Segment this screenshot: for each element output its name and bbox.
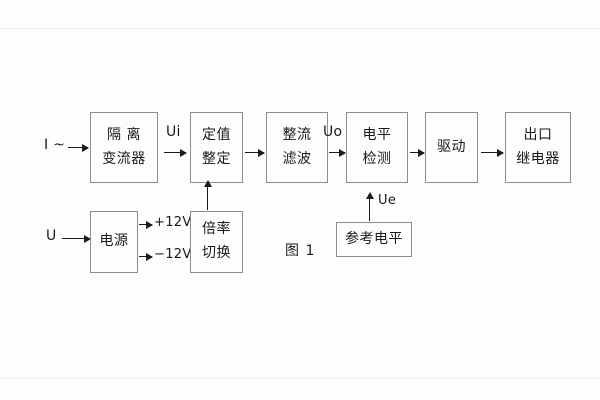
signal-ui-label: Ui: [166, 124, 181, 140]
block-level-detect-line2: 检测: [362, 150, 392, 167]
page-frame-top-line: [0, 28, 600, 29]
block-drive: 驱动: [425, 112, 478, 183]
block-power-supply: 电源: [90, 211, 138, 273]
arrow-setting-to-rectify: [245, 148, 265, 157]
arrow-voltage-to-power-supply: [62, 234, 91, 243]
block-rectify-filter: 整流 滤波: [266, 112, 328, 183]
arrow-reference-to-level-detect: [365, 192, 374, 221]
block-power-supply-line1: 电源: [99, 233, 129, 250]
arrow-multiplier-to-setting: [203, 180, 212, 210]
figure-caption: 图 1: [285, 243, 316, 259]
input-voltage-label: U: [46, 228, 57, 244]
signal-ue-label: Ue: [378, 193, 397, 208]
arrow-level-detect-to-drive: [410, 148, 425, 157]
block-isolation-ct: 隔 离 变流器: [90, 112, 158, 183]
block-output-relay-line1: 出口: [523, 126, 553, 143]
arrow-isolation-to-setting: [164, 148, 187, 157]
block-drive-line1: 驱动: [437, 138, 466, 155]
block-setting-line2: 整定: [202, 150, 231, 167]
block-multiplier-switch: 倍率 切换: [190, 211, 243, 273]
rail-positive-label: +12V: [154, 215, 192, 230]
block-rectify-filter-line1: 整流: [282, 126, 312, 143]
page-frame-bottom-line: [0, 378, 600, 379]
arrow-rail-positive: [139, 220, 153, 229]
block-setting-line1: 定值: [202, 126, 231, 143]
block-reference-level-line1: 参考电平: [345, 230, 403, 247]
block-output-relay-line2: 继电器: [516, 150, 560, 167]
block-multiplier-switch-line1: 倍率: [202, 221, 231, 238]
block-multiplier-switch-line2: 切换: [202, 245, 231, 261]
block-level-detect: 电平 检测: [346, 112, 408, 183]
arrow-rail-negative: [139, 252, 153, 261]
block-isolation-ct-line2: 变流器: [102, 150, 146, 167]
block-rectify-filter-line2: 滤波: [282, 150, 312, 167]
arrow-current-to-isolation: [68, 143, 89, 152]
block-isolation-ct-line1: 隔 离: [107, 126, 141, 143]
block-setting: 定值 整定: [190, 112, 243, 183]
signal-uo-label: Uo: [323, 124, 343, 140]
input-current-label: I ~: [44, 137, 66, 153]
block-level-detect-line1: 电平: [362, 126, 392, 143]
block-reference-level: 参考电平: [336, 222, 412, 257]
rail-negative-label: −12V: [154, 247, 192, 262]
arrow-rectify-to-level-detect: [329, 148, 346, 157]
arrow-drive-to-output-relay: [481, 148, 504, 157]
block-output-relay: 出口 继电器: [505, 112, 571, 183]
